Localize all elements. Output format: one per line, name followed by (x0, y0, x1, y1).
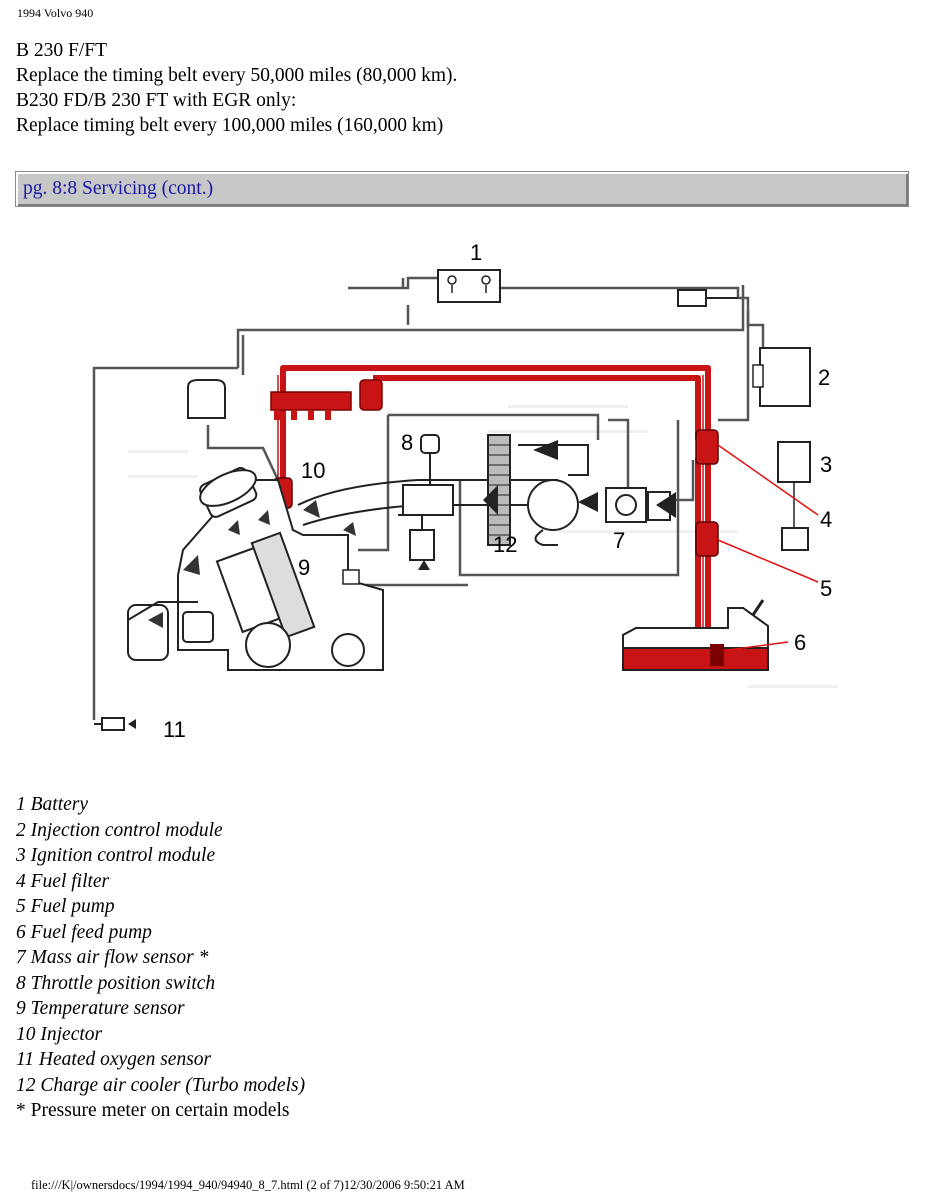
document-header-title: 1994 Volvo 940 (17, 6, 94, 20)
fuel-system-diagram: 1 2 3 4 5 6 7 8 9 10 11 12 (92, 240, 838, 742)
intro-line: B 230 F/FT (16, 40, 108, 61)
callout-9: 9 (298, 555, 310, 580)
diagram-legend: 1 Battery 2 Injection control module 3 I… (16, 792, 305, 1124)
intro-line: Replace the timing belt every 50,000 mil… (16, 65, 458, 86)
legend-footnote: * Pressure meter on certain models (16, 1100, 290, 1121)
legend-item: 4 Fuel filter (16, 870, 110, 892)
callout-1: 1 (470, 240, 482, 265)
callout-7: 7 (613, 528, 625, 553)
legend-item: 2 Injection control module (16, 819, 223, 841)
callout-8: 8 (401, 430, 413, 455)
intro-line: B230 FD/B 230 FT with EGR only: (16, 90, 297, 111)
callout-3: 3 (820, 452, 832, 477)
legend-item: 8 Throttle position switch (16, 972, 216, 994)
callout-12: 12 (493, 532, 517, 557)
legend-item: 11 Heated oxygen sensor (16, 1049, 212, 1070)
file-path-footer: file:///K|/ownersdocs/1994/1994_940/9494… (31, 1178, 465, 1192)
intro-line: Replace timing belt every 100,000 miles … (16, 115, 444, 136)
callout-4: 4 (820, 507, 832, 532)
legend-item: 1 Battery (16, 794, 89, 815)
callout-2: 2 (818, 365, 830, 390)
legend-item: 6 Fuel feed pump (16, 921, 152, 943)
section-header-bar: pg. 8:8 Servicing (cont.) (15, 171, 909, 207)
callout-5: 5 (820, 576, 832, 601)
legend-item: 7 Mass air flow sensor * (16, 947, 209, 968)
legend-item: 10 Injector (16, 1023, 103, 1045)
callout-10: 10 (301, 458, 325, 483)
legend-item: 12 Charge air cooler (Turbo models) (16, 1074, 306, 1096)
intro-text: B 230 F/FT Replace the timing belt every… (16, 38, 457, 138)
callout-6: 6 (794, 630, 806, 655)
legend-item: 5 Fuel pump (16, 896, 115, 917)
legend-item: 3 Ignition control module (16, 845, 216, 866)
callout-11: 11 (163, 717, 186, 742)
section-link[interactable]: pg. 8:8 Servicing (cont.) (23, 178, 214, 199)
legend-item: 9 Temperature sensor (16, 998, 185, 1019)
